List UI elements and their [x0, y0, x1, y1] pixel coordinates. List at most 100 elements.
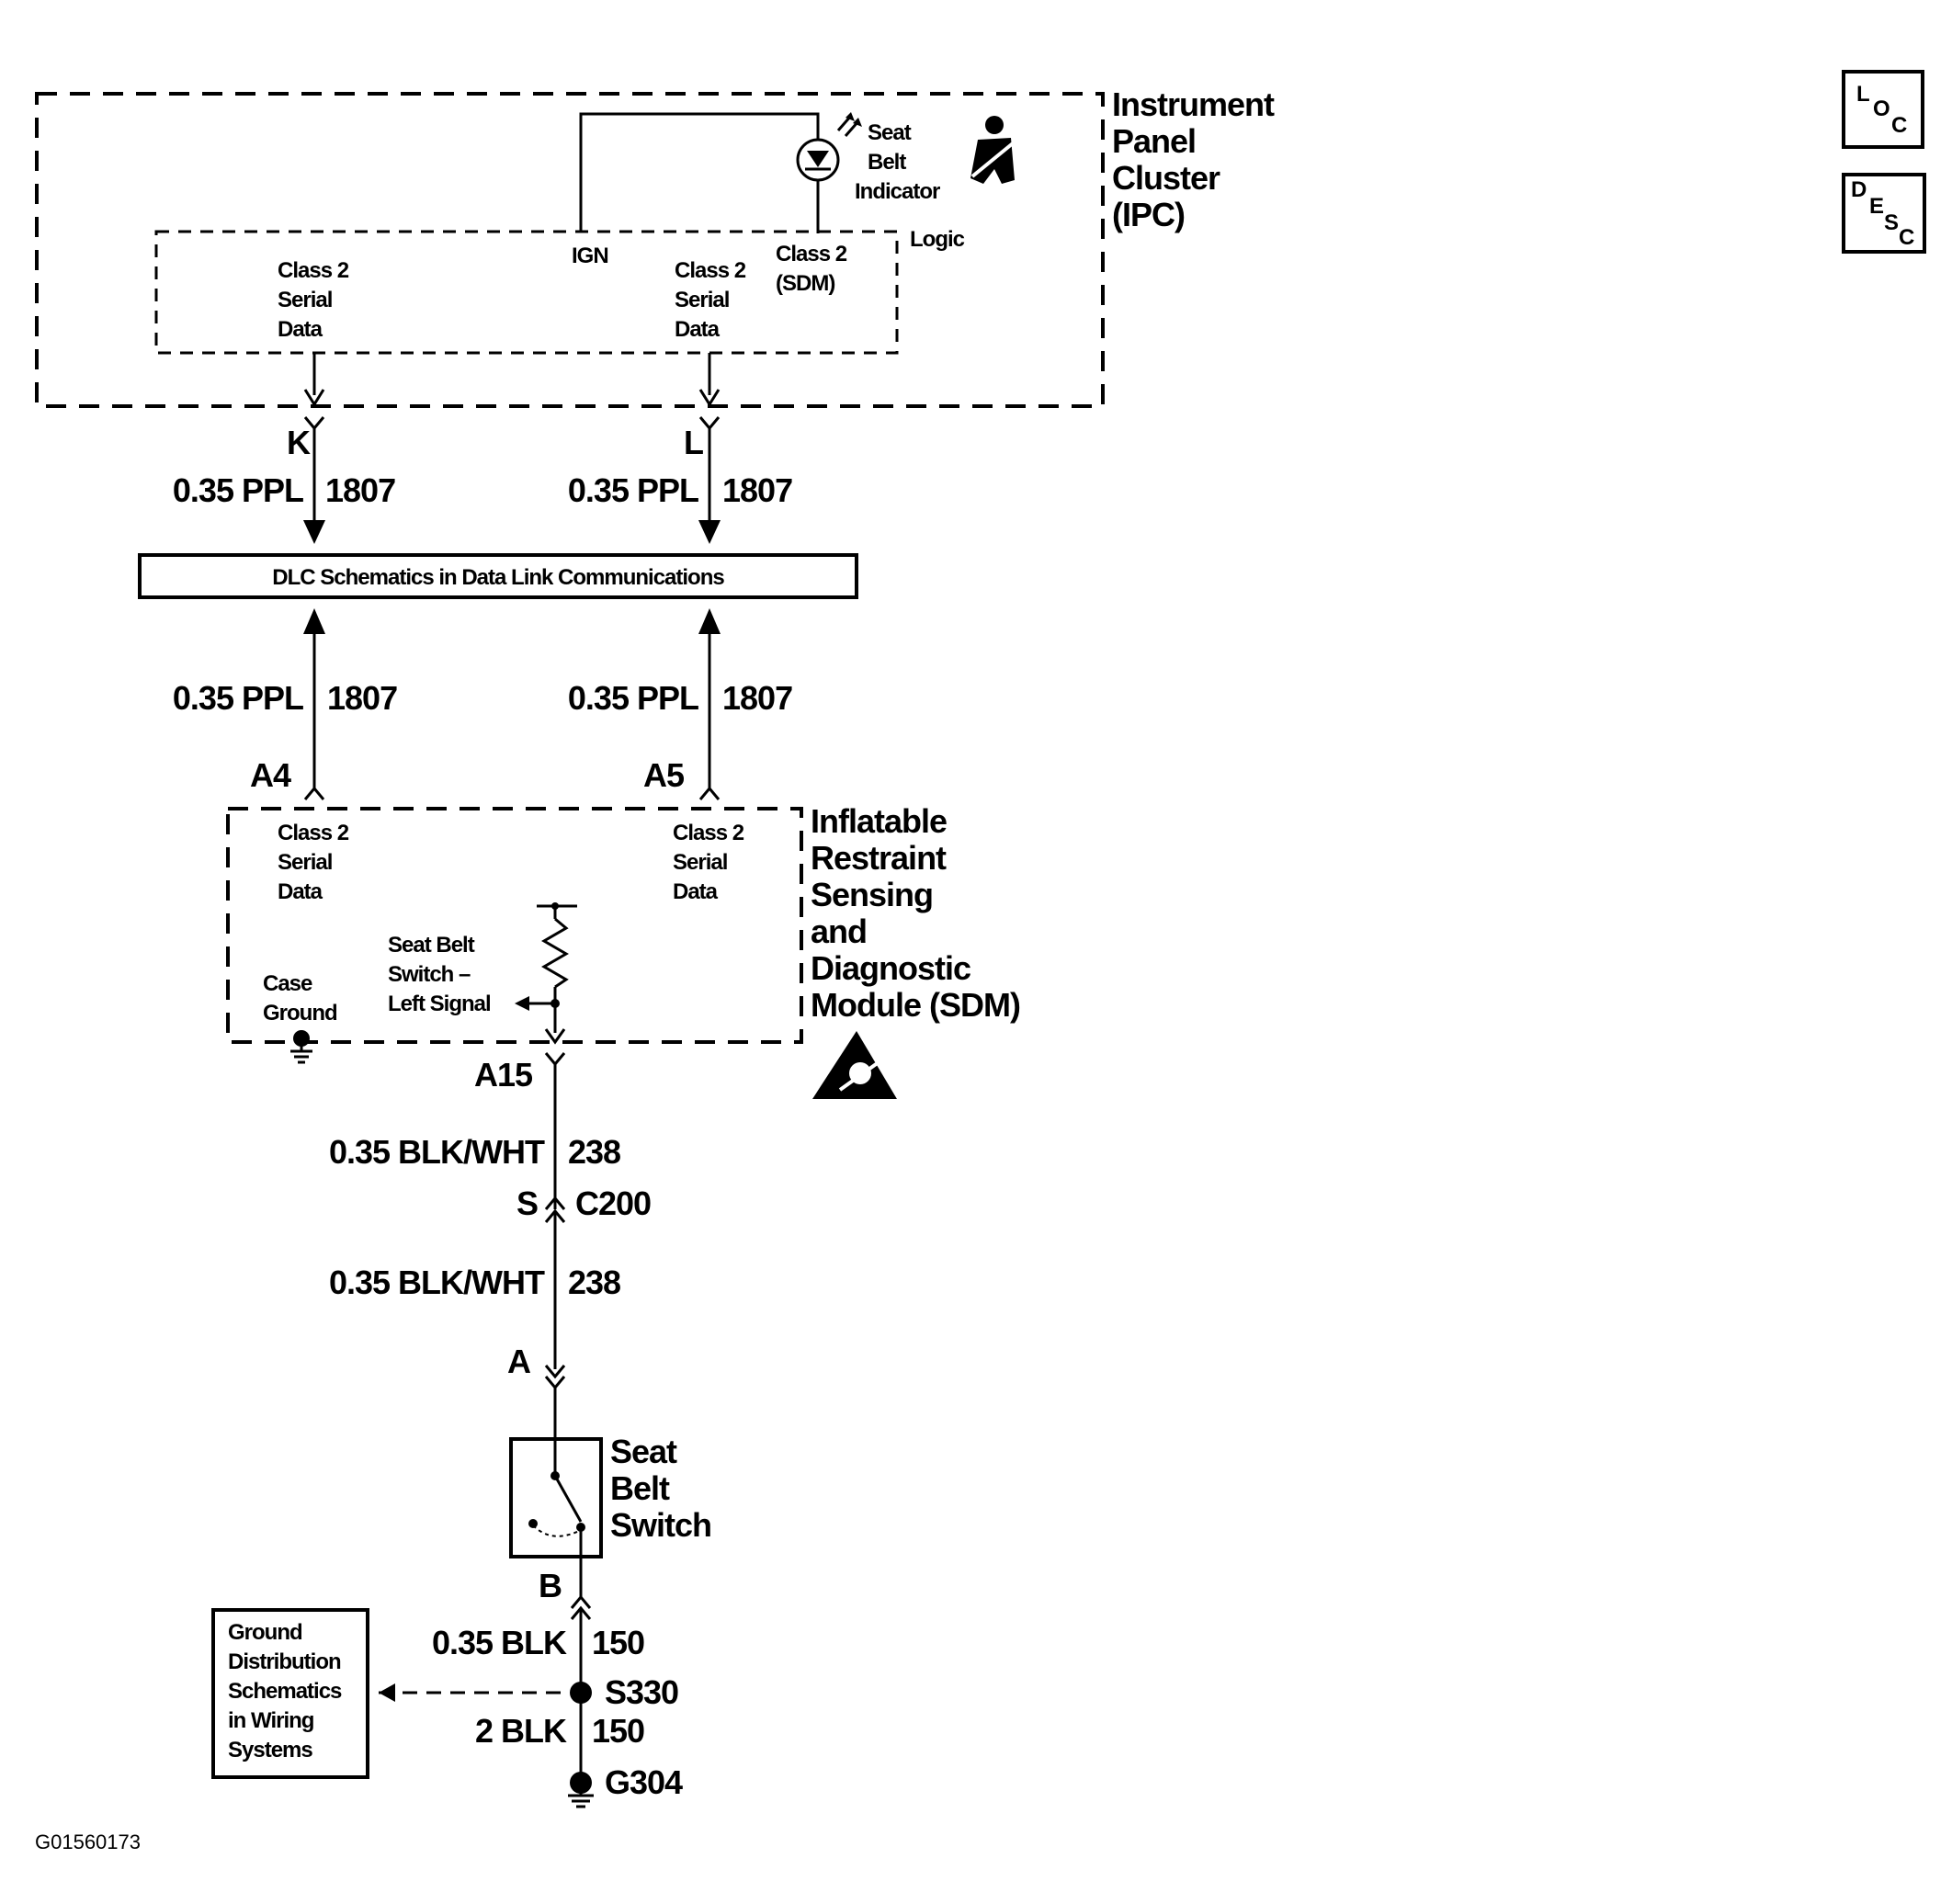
wire-circuit-upper-left: 1807: [325, 471, 395, 509]
figure-id-label: G01560173: [35, 1830, 141, 1853]
ipc-serial-left-line-3: Data: [278, 317, 323, 342]
connector-a5-label: A5: [643, 756, 685, 794]
sdm-outline: [226, 807, 803, 1044]
desc-icon-letter-4: C: [1899, 225, 1914, 250]
signal-label-line-2: Switch –: [388, 962, 471, 987]
lower-right-wire: [698, 608, 721, 800]
indicator-label-line-2: Belt: [868, 150, 906, 175]
loc-icon[interactable]: L O C: [1842, 70, 1924, 149]
loc-icon-letter-3: C: [1891, 113, 1907, 138]
ground-dist-line-3: Schematics: [228, 1679, 342, 1704]
ign-indicator-loop: [579, 112, 820, 233]
sdm-serial-right-line-3: Data: [673, 879, 719, 904]
ipc-name-line-4: (IPC): [1112, 196, 1185, 233]
signal-label-line-1: Seat Belt: [388, 933, 475, 958]
loc-icon-letter-1: L: [1856, 82, 1869, 107]
sdm-name-line-4: and: [811, 912, 867, 950]
splice-s330-label: S330: [605, 1673, 678, 1711]
upper-right-wire: [698, 353, 721, 544]
connector-a-label: A: [507, 1343, 531, 1380]
sdm-serial-data-right: Class 2 Serial Data: [673, 821, 745, 904]
switch-name-line-1: Seat: [610, 1433, 677, 1470]
wire-circuit-splice-to-ground: 150: [592, 1712, 644, 1750]
ground-dist-arrow-icon: [379, 1683, 395, 1702]
wire-gauge-upper-right: 0.35 PPL: [568, 471, 698, 509]
ipc-outline: [35, 92, 1105, 408]
seat-belt-indicator-led-icon: [796, 112, 862, 182]
sdm-name-line-5: Diagnostic: [811, 949, 970, 987]
wire-gauge-lower-left: 0.35 PPL: [173, 679, 303, 717]
wire-circuit-upper-right: 1807: [722, 471, 792, 509]
wire-gauge-switch-to-splice: 0.35 BLK: [432, 1624, 567, 1661]
ipc-serial-right-line-3: Data: [675, 317, 721, 342]
ipc-serial-right-line-1: Class 2: [675, 258, 746, 283]
indicator-label-line-3: Indicator: [855, 179, 940, 204]
ipc-name-line-2: Panel: [1112, 122, 1196, 160]
wire-gauge-lower-right: 0.35 PPL: [568, 679, 698, 717]
indicator-label-line-1: Seat: [868, 120, 912, 145]
ipc-indicator-label: Seat Belt Indicator: [855, 120, 941, 204]
desc-icon[interactable]: D E S C: [1842, 173, 1926, 254]
ground-dist-line-2: Distribution: [228, 1649, 341, 1674]
loc-icon-letter-2: O: [1873, 96, 1890, 121]
sdm-serial-right-line-2: Serial: [673, 850, 727, 875]
sdm-name-line-1: Inflatable: [811, 802, 947, 840]
ipc-name-line-1: Instrument: [1112, 85, 1275, 123]
sdm-name-line-2: Restraint: [811, 839, 947, 877]
ipc-serial-right-line-2: Serial: [675, 288, 729, 312]
wire-gauge-splice-to-ground: 2 BLK: [475, 1712, 567, 1750]
case-ground-line-1: Case: [263, 971, 312, 996]
wire-gauge-c200-to-switch: 0.35 BLK/WHT: [329, 1264, 545, 1301]
connector-a15-label: A15: [474, 1056, 533, 1094]
seat-belt-symbol-icon: [970, 116, 1015, 184]
ipc-name-line-3: Cluster: [1112, 159, 1220, 197]
ipc-class2-sdm-line-1: Class 2: [776, 242, 847, 266]
connector-l-label: L: [684, 424, 703, 461]
dlc-reference-label: DLC Schematics in Data Link Communicatio…: [272, 565, 724, 590]
ground-g304-icon: [568, 1772, 594, 1808]
sdm-serial-left-line-1: Class 2: [278, 821, 349, 845]
switch-to-ground-wire: [570, 1557, 592, 1783]
inline-connector-s-label: S: [516, 1184, 538, 1222]
wire-gauge-upper-left: 0.35 PPL: [173, 471, 303, 509]
dlc-reference-box[interactable]: DLC Schematics in Data Link Communicatio…: [138, 553, 858, 599]
wire-circuit-lower-right: 1807: [722, 679, 792, 717]
desc-icon-letter-2: E: [1869, 194, 1884, 219]
sdm-name: Inflatable Restraint Sensing and Diagnos…: [811, 802, 1021, 1024]
sdm-serial-right-line-1: Class 2: [673, 821, 744, 845]
inline-connector-c200-label: C200: [575, 1184, 651, 1222]
ipc-logic-label: Logic: [910, 227, 965, 252]
sdm-serial-left-line-2: Serial: [278, 850, 332, 875]
sdm-name-line-6: Module (SDM): [811, 986, 1020, 1024]
ipc-serial-data-left: Class 2 Serial Data: [278, 258, 350, 342]
ground-distribution-box[interactable]: Ground Distribution Schematics in Wiring…: [211, 1608, 369, 1779]
ipc-serial-data-right: Class 2 Serial Data: [675, 258, 747, 342]
seat-belt-switch-name: Seat Belt Switch: [610, 1433, 712, 1544]
case-ground-icon: [290, 1030, 312, 1064]
wire-circuit-c200-to-switch: 238: [568, 1264, 620, 1301]
connector-b-label: B: [539, 1567, 562, 1604]
splice-s330-dot: [570, 1682, 592, 1704]
wire-circuit-sdm-to-c200: 238: [568, 1133, 620, 1171]
ipc-ign-label: IGN: [572, 244, 608, 268]
case-ground-line-2: Ground: [263, 1001, 337, 1026]
wire-circuit-lower-left: 1807: [327, 679, 397, 717]
ipc-serial-left-line-2: Serial: [278, 288, 332, 312]
signal-label-line-3: Left Signal: [388, 992, 491, 1016]
sdm-signal-label: Seat Belt Switch – Left Signal: [388, 933, 492, 1016]
ipc-serial-left-line-1: Class 2: [278, 258, 349, 283]
ground-dist-line-1: Ground: [228, 1620, 302, 1645]
ground-g304-label: G304: [605, 1763, 683, 1801]
connector-k-label: K: [287, 424, 311, 461]
desc-icon-letter-3: S: [1884, 210, 1899, 235]
sdm-serial-data-left: Class 2 Serial Data: [278, 821, 350, 904]
sdm-to-switch-wire: [544, 1028, 566, 1439]
pull-up-resistor-icon: [515, 902, 577, 1033]
sdm-name-line-3: Sensing: [811, 876, 933, 913]
sdm-serial-left-line-3: Data: [278, 879, 323, 904]
ipc-name: Instrument Panel Cluster (IPC): [1112, 85, 1276, 233]
upper-left-wire: [303, 353, 325, 544]
sdm-warning-triangle-icon: [812, 1031, 897, 1099]
seat-belt-switch-component: [509, 1437, 603, 1558]
